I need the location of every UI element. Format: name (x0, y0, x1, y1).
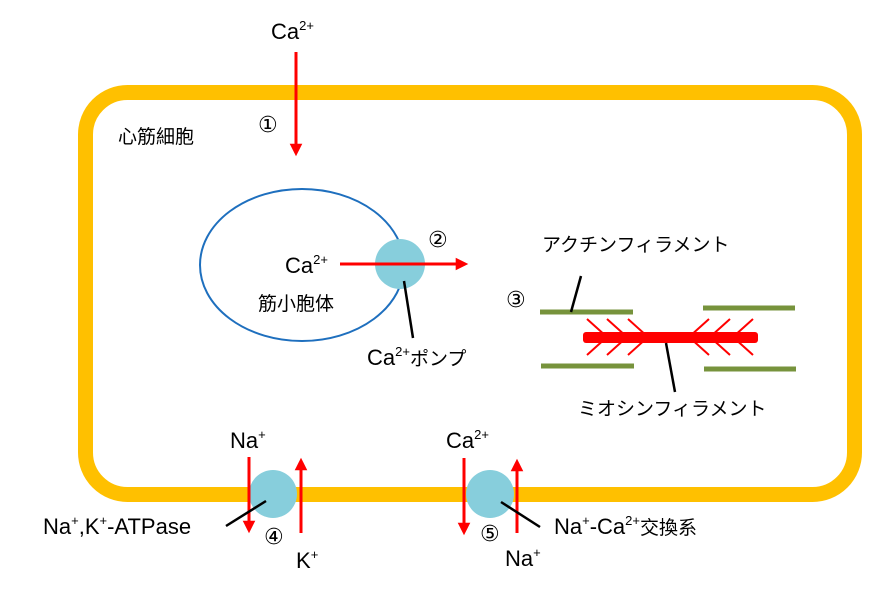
sr-label: 筋小胞体 (258, 293, 335, 315)
atpase-k: ,K (78, 514, 100, 539)
exchanger-label: Na+-Ca2+交換系 (554, 513, 698, 539)
ca-pump-label: Ca2+ポンプ (367, 344, 467, 370)
exchanger-na-charge: + (582, 513, 590, 528)
ion-charge: + (310, 547, 319, 562)
exchanger-na: Na (554, 514, 583, 539)
step-4-marker: ④ (264, 525, 284, 550)
step-2-marker: ② (428, 228, 448, 253)
ion-symbol: Ca (285, 253, 314, 278)
callout-actin (569, 275, 583, 313)
na-ca-exchanger (466, 470, 514, 518)
ion-symbol: Ca (367, 345, 396, 370)
step-5-marker: ⑤ (480, 522, 500, 547)
pump-suffix: ポンプ (409, 348, 467, 370)
ion-symbol: Na (505, 546, 534, 571)
na-k-atpase (249, 470, 297, 518)
callout-atpase (225, 499, 267, 528)
ion-symbol: Ca (271, 19, 300, 44)
ca-exchanger-label: Ca2+ (446, 427, 489, 453)
exchanger-suffix: 交換系 (640, 517, 698, 539)
step-1-marker: ① (258, 113, 278, 138)
atpase-na: Na (43, 514, 72, 539)
atpase-k-charge: + (99, 513, 108, 528)
myosin-label: ミオシンフィラメント (578, 398, 767, 420)
callout-ca-pump (402, 280, 415, 339)
ca-outside-label: Ca2+ (271, 18, 314, 44)
k-atpase-label: K+ (296, 547, 319, 573)
actin-label: アクチンフィラメント (542, 234, 730, 256)
atpase-na-charge: + (71, 513, 79, 528)
ca-sr-label: Ca2+ (285, 252, 328, 278)
callout-myosin (664, 342, 677, 393)
ion-charge: 2+ (313, 252, 328, 267)
cell-label: 心筋細胞 (118, 126, 195, 148)
ion-symbol: Na (230, 428, 259, 453)
ion-charge: 2+ (299, 18, 314, 33)
ion-charge: 2+ (474, 427, 489, 442)
myosin-filament (583, 332, 758, 343)
na-exchanger-label: Na+ (505, 545, 541, 571)
atpase-suffix: -ATPase (107, 514, 192, 539)
ion-charge: + (533, 545, 541, 560)
ion-symbol: K (296, 548, 311, 573)
ion-charge: 2+ (395, 344, 410, 359)
ion-charge: + (258, 427, 266, 442)
step-3-marker: ③ (506, 288, 526, 313)
exchanger-ca: -Ca (589, 514, 626, 539)
ion-symbol: Ca (446, 428, 475, 453)
exchanger-ca-charge: 2+ (625, 513, 640, 528)
callout-exchanger (500, 500, 541, 529)
na-atpase-label: Na+ (230, 427, 266, 453)
atpase-label: Na+,K+-ATPase (43, 513, 192, 539)
